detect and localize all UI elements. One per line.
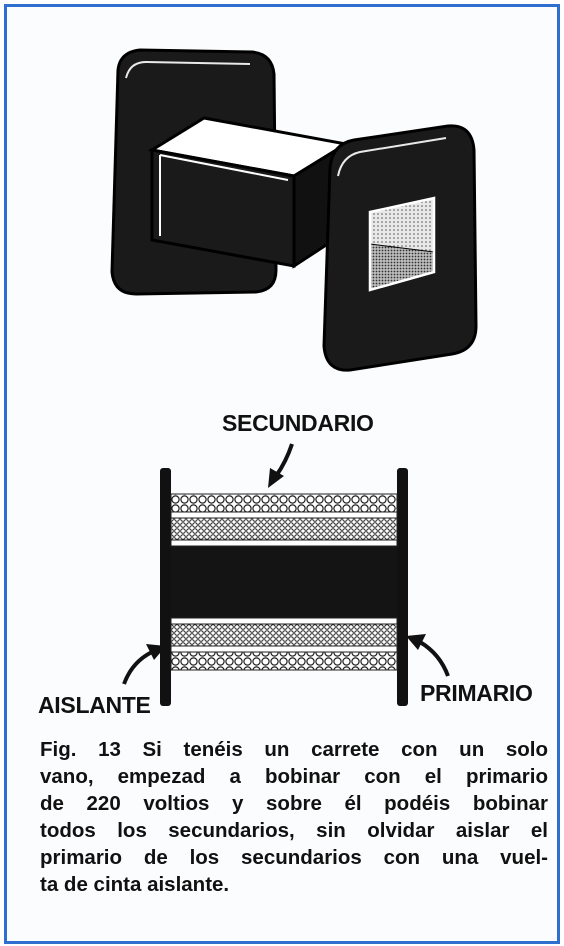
- caption-line: primario de los secundarios con una vuel…: [40, 846, 548, 869]
- label-primario: PRIMARIO: [420, 680, 533, 706]
- right-flange: [397, 468, 408, 706]
- arrow-secundario: [268, 443, 294, 488]
- secondary-winding-bottom: [170, 651, 398, 671]
- label-aislante: AISLANTE: [38, 692, 151, 718]
- arrow-primario: [406, 634, 450, 677]
- caption-line: vano, empezad a bobinar con el primario: [40, 765, 548, 788]
- coil-cross-section: [122, 443, 450, 706]
- core-section: [171, 546, 397, 618]
- caption-line: de 220 voltios y sobre él podéis bobinar: [40, 792, 548, 815]
- insulation-top: [170, 511, 398, 519]
- caption-line: Fig. 13 Si tenéis un carrete con un solo: [40, 738, 548, 761]
- left-flange: [160, 468, 171, 706]
- bobbin-front-flange: [322, 124, 478, 372]
- bobbin-illustration: [110, 48, 478, 372]
- insulation-bottom: [170, 645, 398, 653]
- caption-line: ta de cinta aislante.: [40, 873, 230, 896]
- primary-winding-bottom: [170, 623, 398, 647]
- secondary-winding-top: [170, 493, 398, 513]
- caption-line: todos los secundarios, sin olvidar aisla…: [40, 819, 548, 842]
- arrow-aislante: [122, 644, 166, 685]
- figure-caption: Fig. 13 Si tenéis un carrete con un solo…: [40, 736, 548, 898]
- label-secundario: SECUNDARIO: [222, 410, 374, 436]
- primary-winding-top: [170, 517, 398, 541]
